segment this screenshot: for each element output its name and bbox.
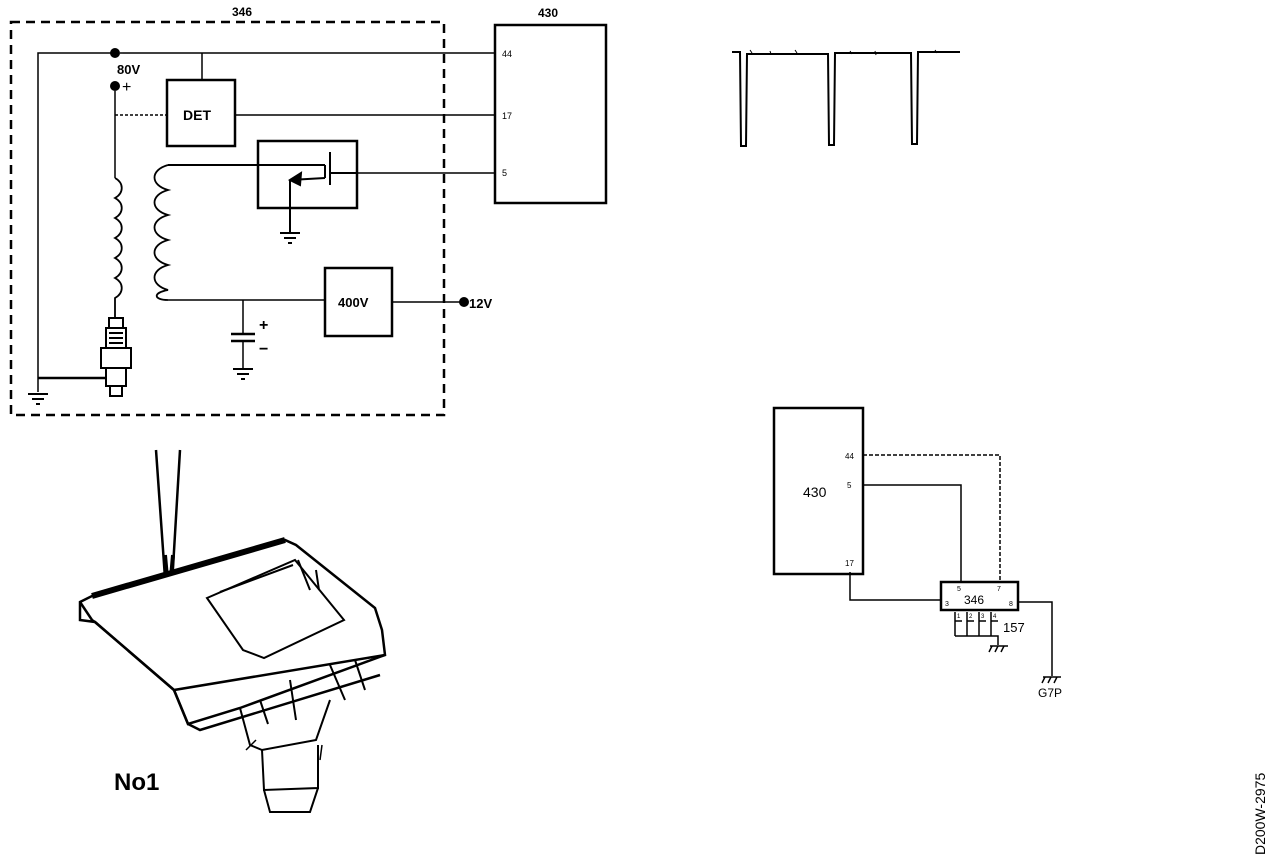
primary-coil <box>153 164 172 301</box>
capacitor-minus-sign: − <box>259 341 268 358</box>
figure-caption: No1 <box>114 769 159 796</box>
capacitor-plus-sign: + <box>259 317 268 334</box>
ignition-circuit: 346 − 80V + DET <box>9 5 608 417</box>
supply-minus-terminal <box>110 48 120 58</box>
waveform-trace <box>732 51 960 147</box>
g7p-ground-symbol <box>1041 676 1061 684</box>
ecu-430-block <box>493 23 608 205</box>
input-12v-terminal <box>459 297 469 307</box>
module-346-label: 346 <box>232 5 252 19</box>
capacitor-symbol <box>231 332 255 343</box>
ignition-coil-illustration <box>78 449 387 813</box>
thyristor-block <box>256 139 359 210</box>
secondary-coil <box>113 177 123 318</box>
ecu-430-label: 430 <box>538 6 558 20</box>
ecu-pin-5-label: 5 <box>502 168 507 178</box>
supply-plus-terminal <box>110 81 120 91</box>
reference-code: D200W-2975 <box>1252 773 1268 855</box>
g7p-ground-label: G7P <box>1038 686 1062 700</box>
connector-terminal-2: 2 <box>969 614 973 620</box>
connector-ground-symbol <box>988 645 1008 653</box>
connector-157 <box>954 612 999 645</box>
ground-bus-wire <box>37 52 115 392</box>
det-block <box>165 78 237 148</box>
capacitor-ground-symbol <box>233 368 253 380</box>
thyristor-symbol <box>258 152 357 232</box>
spark-plug <box>100 317 132 397</box>
det-label: DET <box>183 107 211 123</box>
connector-terminal-3: 3 <box>981 614 985 620</box>
input-12v-label: 12V <box>469 296 492 311</box>
wire-pin-5-to-module <box>863 484 962 582</box>
connector-157-label: 157 <box>1003 620 1025 635</box>
wire-pin-17-to-module <box>849 572 941 601</box>
wiring-pin-5-label: 5 <box>847 481 852 490</box>
thyristor-ground-symbol <box>280 232 300 244</box>
wiring-pin-17-label: 17 <box>845 559 854 568</box>
wiring-pin-44-label: 44 <box>845 452 854 461</box>
ground-symbol <box>28 393 48 405</box>
ignition-waveform <box>732 49 960 147</box>
wire-pin-44-to-module <box>863 454 1001 582</box>
wiring-diagram: 430 44 5 17 346 5 7 3 8 1 2 3 4 157 <box>772 406 1062 700</box>
module-346-boundary <box>9 20 446 417</box>
converter-400v-label: 400V <box>338 295 369 310</box>
wire-module-to-ground <box>1018 601 1053 676</box>
wiring-module-346-block <box>939 580 1020 612</box>
module-pin-7-label: 7 <box>997 586 1001 593</box>
wiring-module-346-label: 346 <box>964 593 984 607</box>
waveform-noise <box>749 49 938 56</box>
module-pin-5-label: 5 <box>957 586 961 593</box>
wiring-ecu-430-label: 430 <box>803 484 827 500</box>
connector-terminal-4: 4 <box>993 614 997 620</box>
supply-voltage-label: 80V <box>117 62 140 77</box>
ecu-pin-44-label: 44 <box>502 49 512 59</box>
module-pin-8-label: 8 <box>1009 601 1013 608</box>
supply-plus-sign: + <box>122 79 131 96</box>
module-pin-3-label: 3 <box>945 601 949 608</box>
connector-terminal-1: 1 <box>957 614 961 620</box>
ecu-pin-17-label: 17 <box>502 111 512 121</box>
wiring-ecu-430-block <box>772 406 865 576</box>
